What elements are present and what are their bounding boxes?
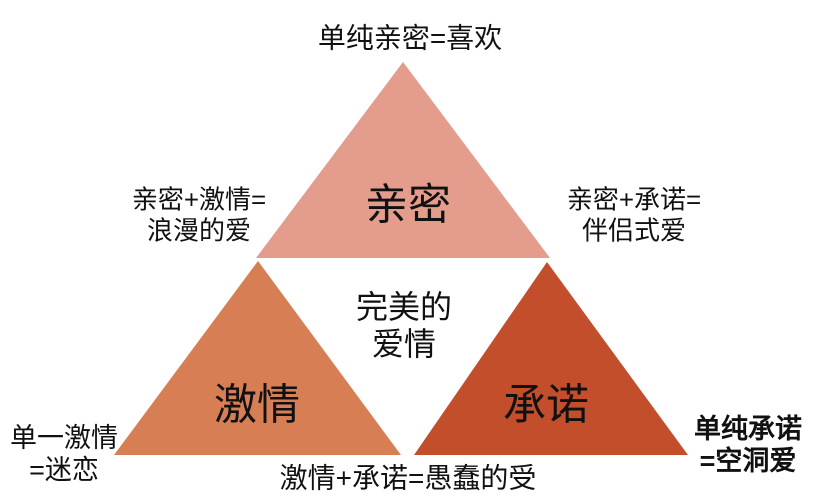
annotation-companionate-love-line2: 伴侣式爱 xyxy=(581,215,686,245)
annotation-companionate-love: 亲密+承诺= 伴侣式爱 xyxy=(567,184,701,245)
annotation-romantic-love-line1: 亲密+激情= xyxy=(131,184,267,215)
annotation-empty-love-line1: 单纯承诺 xyxy=(694,414,802,445)
intimacy-triangle-label: 亲密 xyxy=(365,181,451,230)
annotation-infatuation-line2: =迷恋 xyxy=(29,455,99,485)
perfect-love-label-line1: 完美的 xyxy=(355,289,453,326)
annotation-infatuation-line1: 单一激情 xyxy=(10,423,118,454)
commitment-triangle xyxy=(414,262,688,455)
annotation-romantic-love-line2: 浪漫的爱 xyxy=(146,215,251,245)
annotation-infatuation: 单一激情 =迷恋 xyxy=(10,423,118,487)
annotation-empty-love: 单纯承诺 =空洞爱 xyxy=(694,414,802,478)
perfect-love-label-line2: 爱情 xyxy=(371,326,437,362)
perfect-love-label: 完美的 爱情 xyxy=(356,289,452,363)
annotation-empty-love-line2: =空洞爱 xyxy=(699,446,797,476)
annotation-romantic-love: 亲密+激情= 浪漫的爱 xyxy=(132,184,266,245)
commitment-triangle-label: 承诺 xyxy=(503,381,589,430)
annotation-companionate-love-line1: 亲密+承诺= xyxy=(566,184,702,215)
intimacy-triangle xyxy=(256,62,550,258)
passion-triangle xyxy=(114,261,401,455)
passion-triangle-label: 激情 xyxy=(214,381,300,430)
annotation-pure-intimacy: 单纯亲密=喜欢 xyxy=(317,22,503,54)
annotation-fatuous-love: 激情+承诺=愚蠢的受 xyxy=(279,462,537,494)
